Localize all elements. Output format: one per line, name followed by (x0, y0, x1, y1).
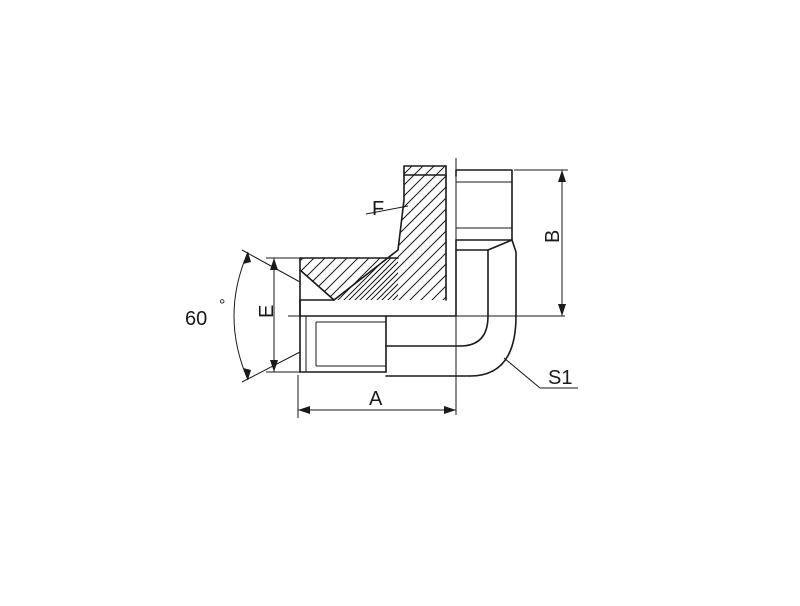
hatch-line (334, 166, 342, 300)
hatch-line (300, 258, 351, 300)
hatch-line (334, 166, 386, 300)
hatch-line (393, 166, 446, 300)
hatch-line (415, 166, 446, 300)
dimension-b (514, 169, 568, 316)
hatch-line (300, 258, 318, 300)
angle-dimension (233, 249, 301, 383)
leader-s1 (503, 357, 578, 389)
hatch-line (334, 166, 397, 300)
label-f: F (372, 198, 384, 220)
center-lines (288, 158, 565, 415)
leader-f (365, 205, 409, 215)
hatch-line (245, 255, 295, 305)
hatch-line (376, 258, 398, 300)
hatch-line (334, 166, 419, 300)
hatch-line (365, 258, 398, 300)
dimension-a (297, 375, 456, 418)
hatch-line (334, 166, 364, 300)
hatch-line (334, 166, 353, 300)
angle-label: 60 (185, 308, 207, 330)
hatch-line (300, 258, 340, 300)
degree-symbol: ° (219, 297, 225, 314)
hatch-line (354, 258, 398, 300)
hatch-line (334, 166, 375, 300)
hatch-line (334, 166, 441, 300)
label-e: E (256, 305, 278, 318)
label-b: B (542, 230, 564, 243)
hatch-line (360, 166, 446, 300)
hatch-line (300, 258, 307, 300)
hatch-line (300, 258, 329, 300)
hatch-line (349, 166, 446, 300)
hatch-line (185, 160, 330, 305)
hatch-line (371, 166, 446, 300)
hatch-line (404, 166, 446, 300)
hatch-line (334, 166, 446, 300)
hatch-line (334, 166, 408, 300)
hatch-area (185, 160, 446, 305)
hatch-line (382, 166, 446, 300)
hatch-line (334, 166, 446, 300)
label-s1: S1 (548, 367, 572, 389)
hatch-line (387, 258, 398, 300)
hatch-line (338, 166, 446, 300)
hatch-line (343, 258, 395, 300)
fitting-outline (299, 165, 517, 377)
hatch-line (332, 258, 384, 300)
label-a: A (369, 388, 383, 410)
